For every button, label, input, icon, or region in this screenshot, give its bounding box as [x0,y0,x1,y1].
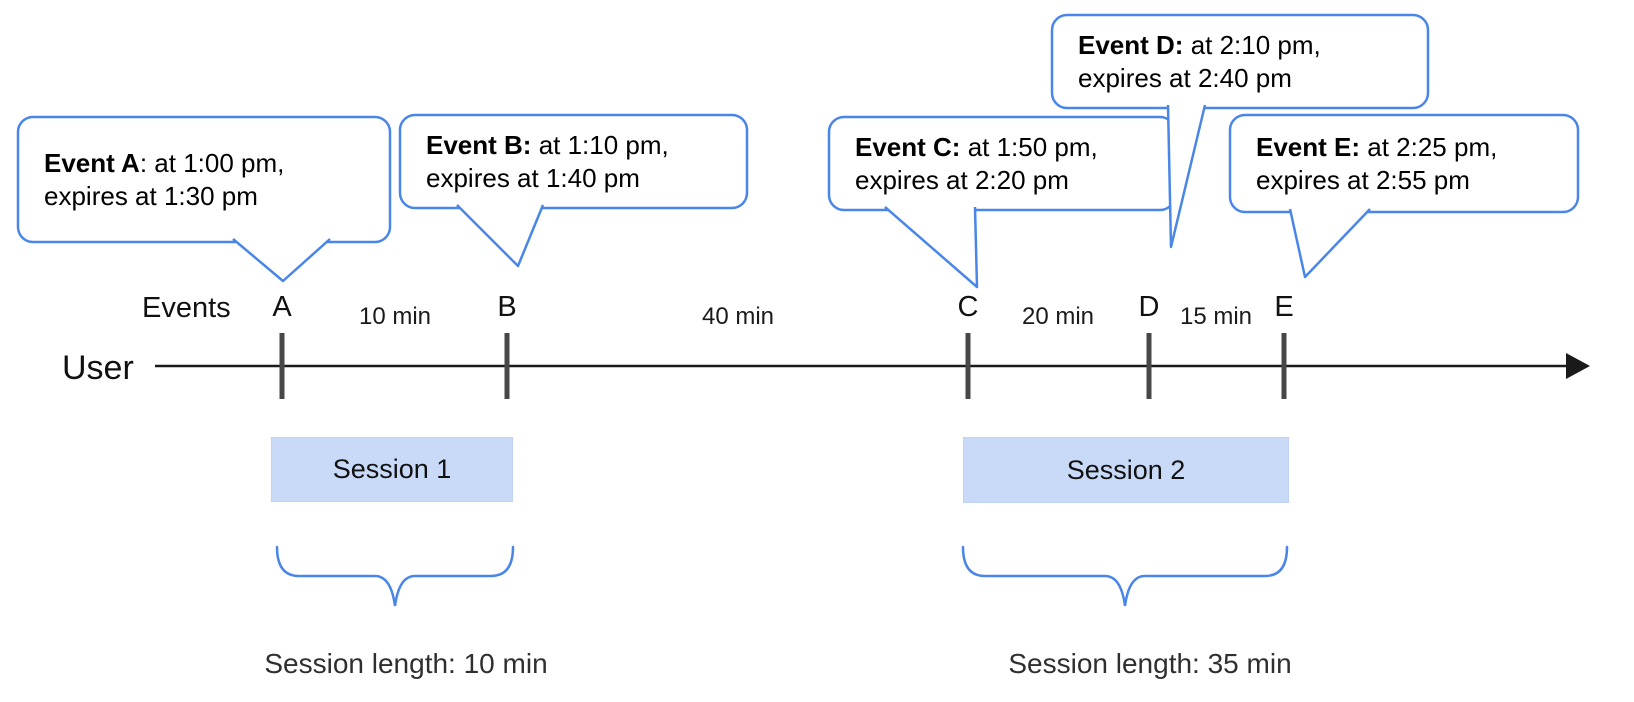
bubble-line1: Event D: at 2:10 pm, [1078,29,1321,60]
interval-label-d-e: 15 min [1179,303,1253,330]
event-letter-b: B [497,291,517,323]
bubble-tail-d [1166,104,1207,249]
bubble-line2: expires at 2:55 pm [1256,164,1470,195]
bubble-tail-a [232,238,331,283]
bubble-tail-c [884,206,979,289]
bubble-text-event-a: Event A: at 1:00 pm, expires at 1:30 pm [18,117,390,242]
event-letter-a: A [272,291,292,323]
bubble-event-e [1228,113,1580,214]
bubble-line1: Event C: at 1:50 pm, [855,131,1098,162]
event-letter-c: C [957,291,979,323]
bubble-line1: Event B: at 1:10 pm, [426,129,669,160]
bubble-line1: Event E: at 2:25 pm, [1256,131,1498,162]
session-2-label: Session 2 [1066,454,1186,485]
user-axis-label: User [62,349,134,387]
session-1-length-label: Session length: 10 min [264,648,548,679]
bubble-line1: Event A: at 1:00 pm, [44,147,285,178]
brace-session-1 [275,545,515,607]
bubble-line2: expires at 1:30 pm [44,180,258,211]
bubble-tail-e [1288,208,1371,279]
brace-session-2 [961,545,1289,607]
bubble-text-event-c: Event C: at 1:50 pm, expires at 2:20 pm [829,117,1175,210]
session-2-box: Session 2 [963,437,1289,503]
bubble-text-event-e: Event E: at 2:25 pm, expires at 2:55 pm [1230,115,1578,212]
event-letter-e: E [1274,291,1294,323]
bubble-tail-b [456,204,545,268]
timeline-arrowhead-icon [1566,353,1590,379]
events-axis-label: Events [142,292,231,324]
session-2-length-label: Session length: 35 min [1008,648,1292,679]
interval-label-c-d: 20 min [1021,303,1095,330]
event-letter-d: D [1138,291,1160,323]
session-1-box: Session 1 [271,437,513,502]
bubble-event-a [16,115,392,244]
bubble-line2: expires at 2:20 pm [855,164,1069,195]
bubble-line2: expires at 1:40 pm [426,162,640,193]
interval-label-b-c: 40 min [701,303,775,330]
bubble-event-d [1050,13,1430,110]
bubble-text-event-d: Event D: at 2:10 pm, expires at 2:40 pm [1052,15,1428,108]
bubble-event-b [398,113,749,210]
bubble-line2: expires at 2:40 pm [1078,62,1292,93]
bubble-text-event-b: Event B: at 1:10 pm, expires at 1:40 pm [400,115,747,208]
interval-label-a-b: 10 min [358,303,432,330]
session-1-label: Session 1 [332,454,452,484]
